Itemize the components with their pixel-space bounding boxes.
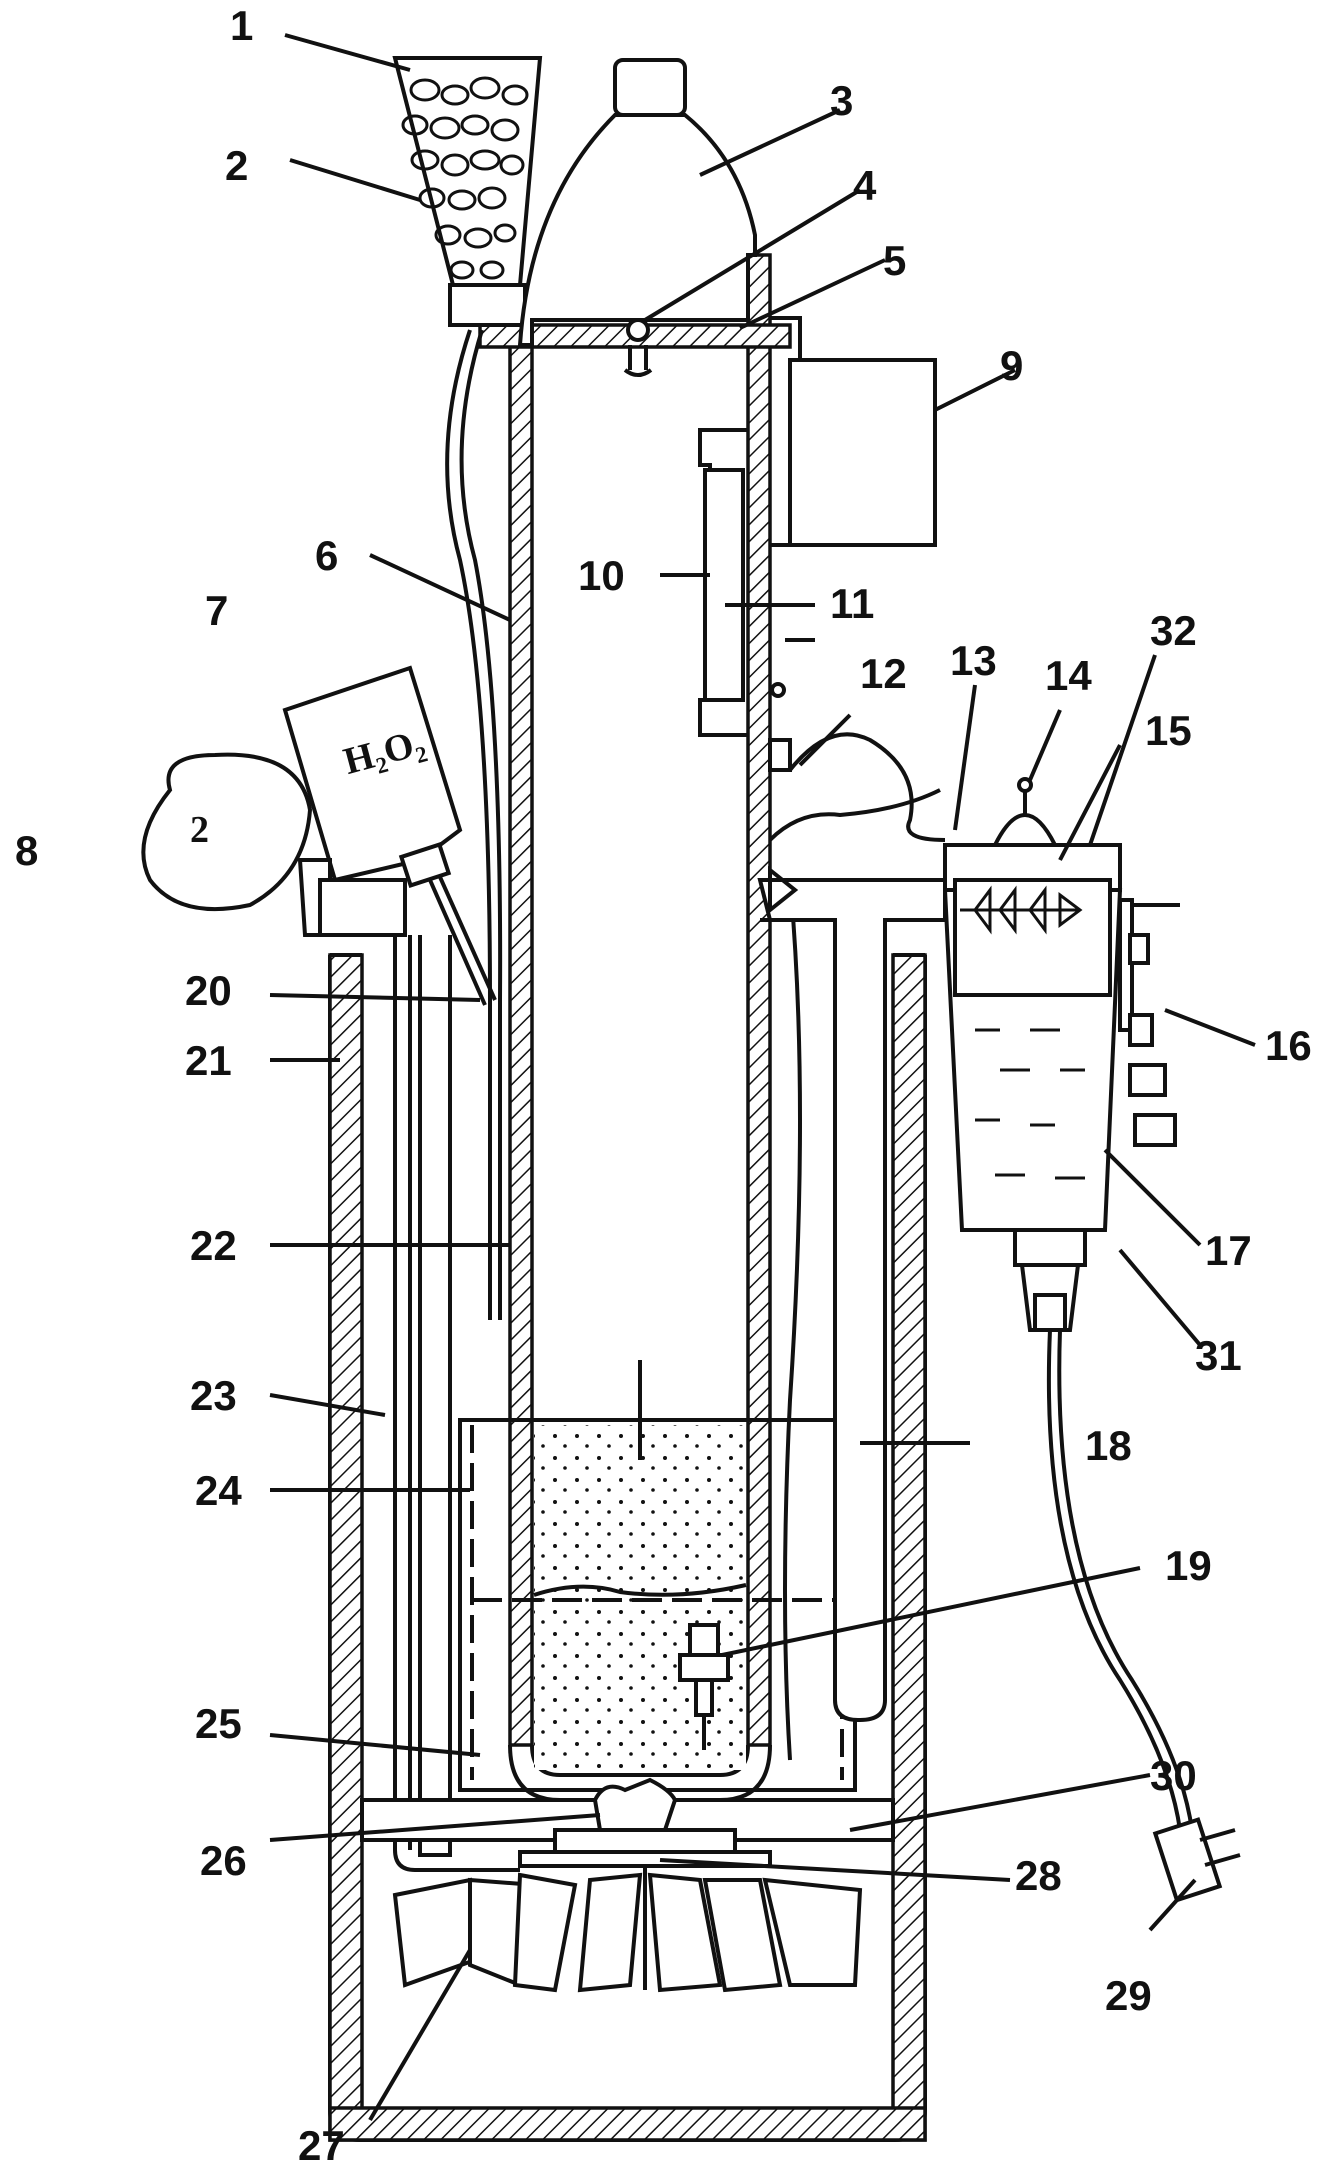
- label-23: 23: [190, 1372, 237, 1419]
- label-6: 6: [315, 532, 338, 579]
- label-25: 25: [195, 1700, 242, 1747]
- label-13: 13: [950, 637, 997, 684]
- label-16: 16: [1265, 1022, 1312, 1069]
- number-labels: 1 2 3 4 5 6 7 8 9 10 11 12 13 14 32 15 1…: [15, 2, 1312, 2169]
- label-15: 15: [1145, 707, 1192, 754]
- control-box: [942, 777, 1180, 1332]
- label-8: 8: [15, 827, 38, 874]
- label-27: 27: [298, 2122, 345, 2169]
- sensor-10-12: [698, 428, 792, 772]
- bulb-8: 2: [141, 752, 407, 937]
- label-32: 32: [1150, 607, 1197, 654]
- label-21: 21: [185, 1037, 232, 1084]
- label-7: 7: [205, 587, 228, 634]
- heater-18: [757, 865, 947, 1722]
- label-5: 5: [883, 237, 906, 284]
- label-28: 28: [1015, 1852, 1062, 1899]
- base-assembly: [360, 1777, 895, 1868]
- fill-boundary: [533, 1583, 747, 1597]
- label-26: 26: [200, 1837, 247, 1884]
- label-31: 31: [1195, 1332, 1242, 1379]
- label-11: 11: [830, 580, 874, 627]
- label-12: 12: [860, 650, 907, 697]
- valve-19: [678, 1623, 730, 1750]
- label-3: 3: [830, 77, 853, 124]
- label-4: 4: [853, 162, 877, 209]
- fan-27: [392, 1866, 863, 1993]
- bottle: [517, 58, 757, 347]
- leader-lines: [269, 33, 1256, 2122]
- label-17: 17: [1205, 1227, 1252, 1274]
- left-tubing: [393, 329, 520, 1872]
- label-20: 20: [185, 967, 232, 1014]
- label-2: 2: [225, 142, 248, 189]
- label-10: 10: [578, 552, 625, 599]
- hopper: [392, 56, 543, 327]
- label-29: 29: [1105, 1972, 1152, 2019]
- peroxide-bottle: H₂O₂: [282, 665, 497, 1006]
- label-9: 9: [1000, 342, 1023, 389]
- power-cord: [1046, 1329, 1241, 1903]
- label-1: 1: [230, 2, 253, 49]
- label-18: 18: [1085, 1422, 1132, 1469]
- granular-fill: [534, 1425, 746, 1770]
- label-22: 22: [190, 1222, 237, 1269]
- outer-casing: [328, 953, 927, 2142]
- label-30: 30: [1150, 1752, 1197, 1799]
- component-9: [770, 358, 937, 547]
- label-24: 24: [195, 1467, 242, 1514]
- label-14: 14: [1045, 652, 1092, 699]
- bulb-8-label: 2: [190, 809, 209, 851]
- label-19: 19: [1165, 1542, 1212, 1589]
